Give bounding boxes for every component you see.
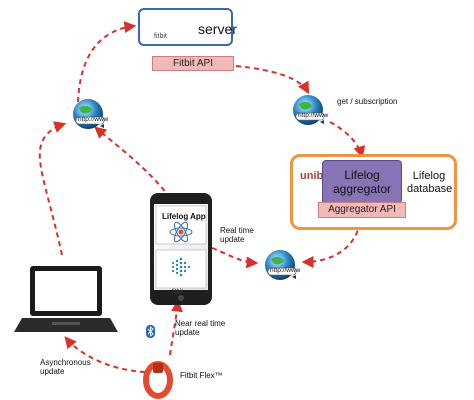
near-real-time-line-2: update (175, 328, 200, 338)
near-real-time-line-1: Near real time (175, 319, 226, 328)
unibz-logo: unibz (300, 170, 329, 182)
get-subscription-label: get / subscription (337, 97, 398, 106)
fitbit-flex-label: Fitbit Flex™ (180, 371, 223, 380)
arrow-globe-left-to-server (77, 21, 137, 103)
arrow-fitbit-api-to-globe-right (235, 65, 310, 95)
real-time-line-1: Real time (220, 226, 254, 235)
flow-arrows (38, 21, 366, 373)
near-real-time-update-label: Near real time update (175, 319, 225, 337)
aggregator-api-label: Aggregator API (318, 202, 406, 218)
asynchronous-line-1: Asynchronous (40, 358, 91, 367)
globe-bottom-url-text: http://www (270, 267, 301, 274)
arrow-band-to-phone (169, 299, 183, 356)
smartphone-icon (150, 193, 212, 305)
globe-icon-right (293, 95, 325, 125)
lifelog-aggregator-box: Lifelog aggregator (322, 160, 402, 204)
globe-icon-bottom (265, 250, 297, 280)
aggregator-line-1: Lifelog (344, 168, 380, 182)
server-label: server (198, 21, 237, 37)
fitbit-flex-band-icon (143, 361, 173, 399)
aggregator-line-2: aggregator (332, 182, 392, 196)
fitbit-server-box: fitbit server (138, 8, 237, 46)
bluetooth-icon (146, 325, 155, 338)
globe-left-url-text: http://www (78, 116, 109, 123)
arrow-band-to-laptop (64, 336, 146, 373)
globe-right-url-text: http://www (298, 112, 329, 119)
laptop-icon (14, 266, 118, 332)
arrow-laptop-to-globe-left (38, 121, 67, 256)
arrow-phone-to-globe-bottom (211, 247, 259, 269)
database-line-1: Lifelog (412, 170, 446, 182)
real-time-update-label: Real time update (220, 226, 254, 244)
database-line-2: database (407, 182, 453, 195)
globe-icon-left (73, 99, 105, 129)
lifelog-database-label: Lifelog database (407, 170, 453, 195)
asynchronous-line-2: update (40, 367, 65, 377)
fitbit-brand-text: fitbit (154, 33, 167, 40)
arrow-phone-to-globe-left (94, 126, 171, 199)
fitbit-api-label: Fitbit API (152, 56, 234, 71)
phone-fitbit-label: fitbit (172, 289, 184, 295)
real-time-line-2: update (220, 235, 245, 245)
fitbit-phone-logo-icon (171, 257, 191, 277)
arrow-globe-right-to-aggregator (329, 121, 366, 159)
arrow-aggregator-to-globe-bottom (301, 221, 361, 268)
asynchronous-update-label: Asynchronous update (40, 358, 91, 376)
lifelog-app-icon (169, 221, 193, 243)
lifelog-app-label: Lifelog App (162, 212, 206, 221)
